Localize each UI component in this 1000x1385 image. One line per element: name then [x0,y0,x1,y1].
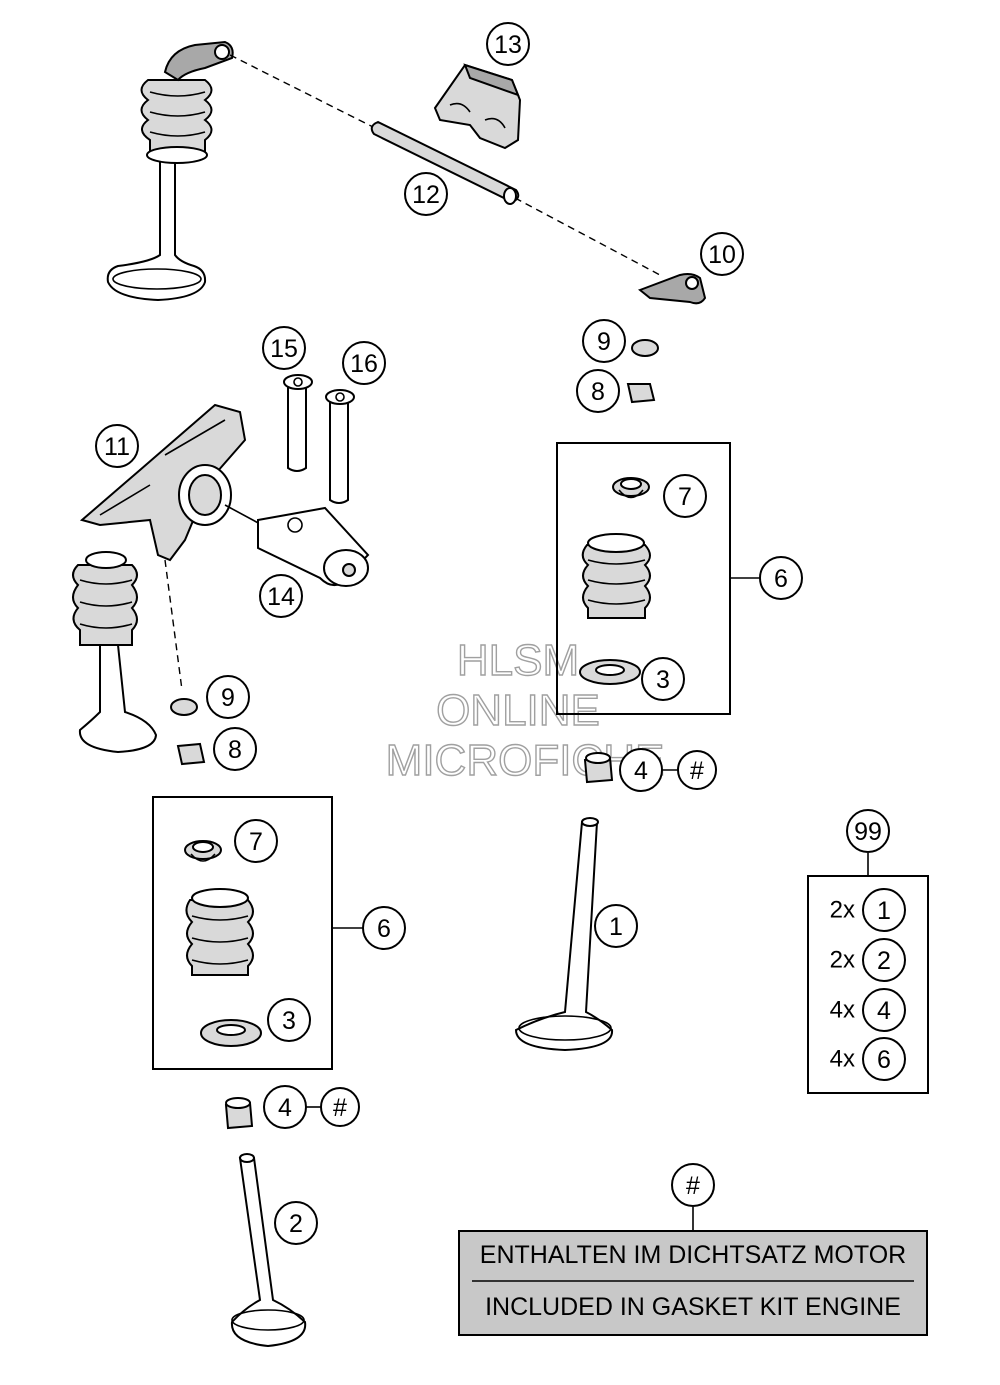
callout-14-label: 14 [267,583,295,611]
callout-7-right[interactable]: 7 [663,474,707,518]
kit-box-6-left [152,796,333,1070]
kit-99-qty-2: 2x [830,947,855,974]
rocker-arm [79,403,247,562]
kit-99-part-4[interactable]: 6 [862,1037,906,1081]
callout-14[interactable]: 14 [259,574,303,618]
kit-99-list: 2x 2x 4x 4x 1 2 4 6 [830,888,906,1081]
retainer-right [612,477,650,499]
spring-seat-left [200,1019,262,1047]
spring-right [581,533,651,619]
watermark-line-3: MICROFICHE [386,736,665,785]
callout-hash-right-label: # [690,757,704,785]
kit-99-part-3[interactable]: 4 [862,988,906,1032]
valve-seal-left [224,1097,254,1130]
callout-99[interactable]: 99 [846,809,890,853]
valve-2 [230,1153,307,1348]
callout-13-label: 13 [494,31,522,59]
callout-9-top[interactable]: 9 [582,319,626,363]
kit-99-qty-3: 4x [830,997,855,1024]
kit-99-qty-1: 2x [830,897,855,924]
callout-15[interactable]: 15 [262,326,306,370]
callout-8-top[interactable]: 8 [576,369,620,413]
callout-4-left[interactable]: 4 [263,1085,307,1129]
callout-2-label: 2 [289,1210,303,1238]
callout-99-label: 99 [854,818,882,846]
kit-99-qty-4: 4x [830,1046,855,1073]
rocker-pin [224,504,370,587]
callout-9-left-label: 9 [221,684,235,712]
callout-6-left[interactable]: 6 [362,906,406,950]
callout-9-left[interactable]: 9 [206,675,250,719]
callout-8-left[interactable]: 8 [213,727,257,771]
callout-6-right[interactable]: 6 [759,556,803,600]
callout-3-left-label: 3 [282,1007,296,1035]
kit-99-box [807,875,929,1094]
callout-2[interactable]: 2 [274,1201,318,1245]
callout-4-right[interactable]: 4 [619,748,663,792]
rocker-shaft [370,120,520,205]
watermark: HLSM ONLINE MICROFICHE [385,635,665,785]
valve-1 [514,817,614,1052]
kit-99-part-4-label: 6 [877,1046,891,1074]
callout-11[interactable]: 11 [95,424,139,468]
kit-99-part-3-label: 4 [877,997,891,1025]
callout-15-label: 15 [270,335,298,363]
top-valve-spring [140,79,213,164]
gasket-kit-note-en: INCLUDED IN GASKET KIT ENGINE [485,1293,901,1321]
callout-3-left[interactable]: 3 [267,998,311,1042]
spring-seat-right [579,659,641,685]
callout-10-label: 10 [708,241,736,269]
cotter-top-right [626,383,656,404]
valve-seal-right [583,752,614,784]
kit-99-part-1[interactable]: 1 [862,888,906,932]
kit-99-part-2-label: 2 [877,947,891,975]
callout-16[interactable]: 16 [342,341,386,385]
callout-hash-note-label: # [686,1172,700,1200]
bolt-15 [283,374,313,472]
callout-1-label: 1 [609,913,623,941]
callout-1[interactable]: 1 [594,904,638,948]
retainer-left [184,840,222,862]
shim-left [170,698,198,716]
gasket-kit-note-de: ENTHALTEN IM DICHTSATZ MOTOR [480,1241,906,1269]
watermark-line-2: ONLINE [436,686,600,735]
callout-3-right[interactable]: 3 [641,657,685,701]
callout-8-top-label: 8 [591,378,605,406]
callout-6-left-label: 6 [377,915,391,943]
callout-6-right-label: 6 [774,565,788,593]
watermark-line-1: HLSM [457,636,579,685]
callout-7-left[interactable]: 7 [234,819,278,863]
kit-99-part-2[interactable]: 2 [862,938,906,982]
gasket-kit-note-box [458,1230,928,1336]
callout-16-label: 16 [350,350,378,378]
callout-4-left-label: 4 [278,1094,292,1122]
callout-12[interactable]: 12 [404,172,448,216]
callout-9-top-label: 9 [597,328,611,356]
cotter-left [176,742,206,766]
callout-12-label: 12 [412,181,440,209]
callout-10[interactable]: 10 [700,232,744,276]
callout-4-right-label: 4 [634,757,648,785]
callout-7-left-label: 7 [249,828,263,856]
middle-left-valve [72,551,183,754]
kit-99-part-1-label: 1 [877,897,891,925]
callout-hash-note[interactable]: # [671,1163,715,1207]
spring-left [185,888,254,976]
callout-hash-left-label: # [333,1094,347,1122]
callout-7-right-label: 7 [678,483,692,511]
callout-11-label: 11 [104,433,130,461]
callout-3-right-label: 3 [656,666,670,694]
callout-hash-left[interactable]: # [320,1087,360,1127]
top-valve-assembly [106,40,661,302]
callout-hash-right[interactable]: # [677,750,717,790]
bolt-16 [325,389,355,504]
shim-top-right [631,339,659,357]
callout-13[interactable]: 13 [486,22,530,66]
rocker-tip [638,273,707,305]
callout-8-left-label: 8 [228,736,242,764]
rocker-bracket [433,63,522,150]
